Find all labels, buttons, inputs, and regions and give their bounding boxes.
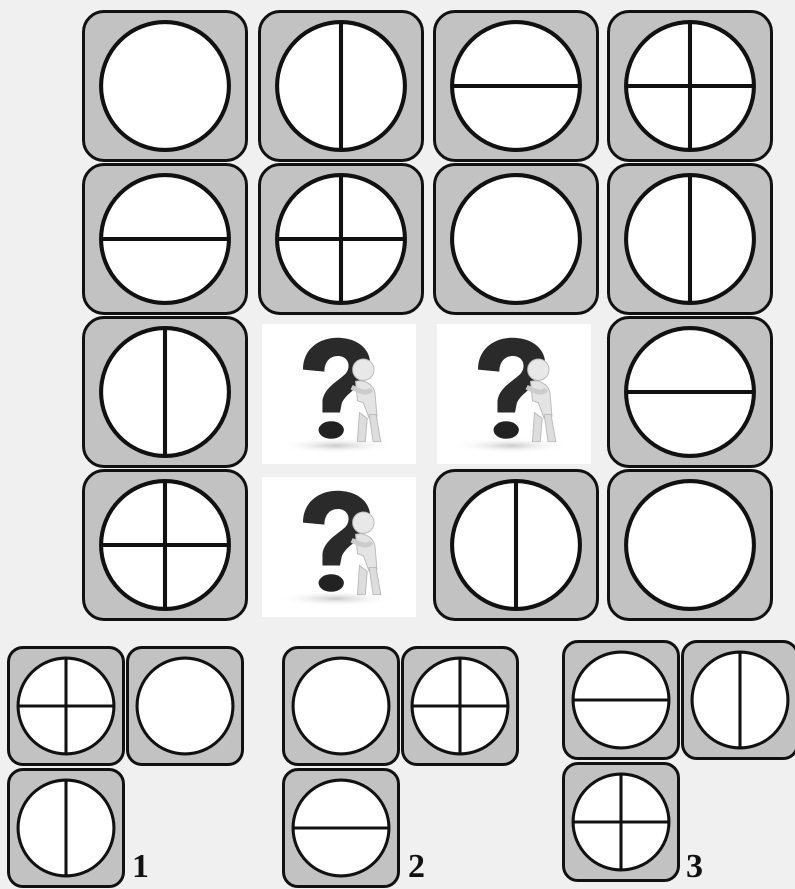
unknown-cell[interactable] bbox=[262, 324, 416, 464]
empty-circle-icon bbox=[290, 655, 392, 757]
horizontal-circle-icon bbox=[622, 324, 758, 460]
option-number-label: 2 bbox=[408, 850, 425, 884]
grid-cell bbox=[82, 163, 248, 315]
horizontal-circle-icon bbox=[97, 171, 233, 307]
option-piece-bottom bbox=[562, 762, 680, 882]
cross-circle-icon bbox=[570, 771, 672, 873]
grid-cell bbox=[607, 316, 773, 468]
empty-circle-icon bbox=[97, 18, 233, 154]
vertical-circle-icon bbox=[689, 649, 791, 751]
empty-circle-icon bbox=[448, 171, 584, 307]
vertical-circle-icon bbox=[622, 171, 758, 307]
option-piece-top-left bbox=[7, 646, 125, 766]
option-piece-top-right bbox=[401, 646, 519, 766]
vertical-circle-icon bbox=[448, 477, 584, 613]
cross-circle-icon bbox=[97, 477, 233, 613]
option-number-label: 1 bbox=[132, 850, 149, 884]
empty-circle-icon bbox=[134, 655, 236, 757]
empty-circle-icon bbox=[622, 477, 758, 613]
option-piece-top-right bbox=[126, 646, 244, 766]
vertical-circle-icon bbox=[97, 324, 233, 460]
grid-cell bbox=[258, 10, 424, 162]
option-piece-bottom bbox=[282, 768, 400, 888]
vertical-circle-icon bbox=[15, 777, 117, 879]
option-piece-top-right bbox=[681, 640, 795, 760]
option-piece-top-left bbox=[562, 640, 680, 760]
unknown-cell[interactable] bbox=[262, 477, 416, 617]
grid-cell bbox=[258, 163, 424, 315]
grid-cell bbox=[433, 163, 599, 315]
horizontal-circle-icon bbox=[448, 18, 584, 154]
option-piece-bottom bbox=[7, 768, 125, 888]
grid-cell bbox=[607, 10, 773, 162]
option-piece-top-left bbox=[282, 646, 400, 766]
grid-cell bbox=[82, 10, 248, 162]
vertical-circle-icon bbox=[273, 18, 409, 154]
horizontal-circle-icon bbox=[570, 649, 672, 751]
grid-cell bbox=[82, 469, 248, 621]
unknown-cell[interactable] bbox=[437, 324, 591, 464]
grid-cell bbox=[433, 10, 599, 162]
cross-circle-icon bbox=[622, 18, 758, 154]
grid-cell bbox=[433, 469, 599, 621]
grid-cell bbox=[82, 316, 248, 468]
cross-circle-icon bbox=[15, 655, 117, 757]
horizontal-circle-icon bbox=[290, 777, 392, 879]
question-mark-figure-icon bbox=[266, 328, 412, 460]
option-number-label: 3 bbox=[686, 850, 703, 884]
question-mark-figure-icon bbox=[266, 481, 412, 613]
grid-cell bbox=[607, 469, 773, 621]
question-mark-figure-icon bbox=[441, 328, 587, 460]
cross-circle-icon bbox=[273, 171, 409, 307]
grid-cell bbox=[607, 163, 773, 315]
cross-circle-icon bbox=[409, 655, 511, 757]
